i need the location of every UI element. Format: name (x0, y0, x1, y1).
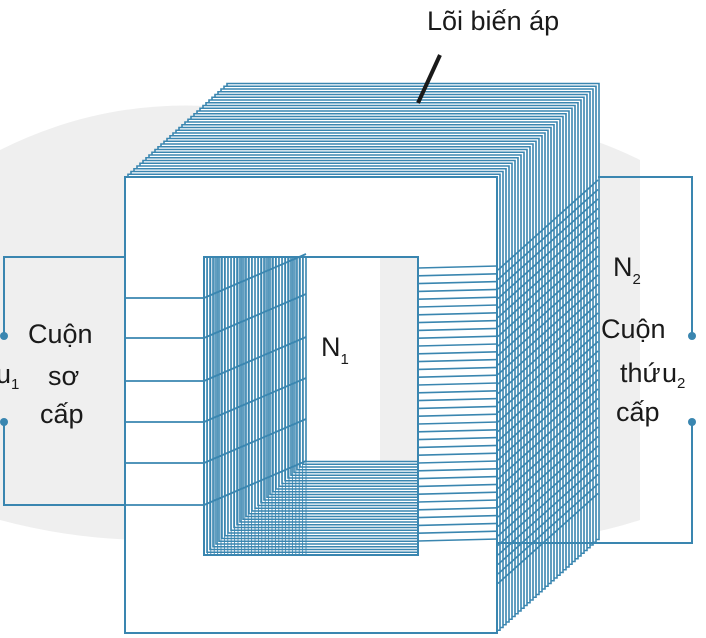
secondary-turn (417, 475, 499, 480)
secondary-turn-side (497, 388, 599, 480)
secondary-turn (417, 538, 499, 542)
secondary-turn (417, 335, 499, 339)
secondary-turn (417, 429, 499, 433)
secondary-turns-label: N2 (613, 252, 641, 288)
primary-voltage-label: u1 (0, 359, 19, 393)
primary-coil-label-line1: Cuộn (28, 319, 93, 349)
secondary-turn-side (497, 454, 599, 547)
secondary-turn-side (497, 435, 599, 528)
secondary-turn-side (497, 331, 599, 423)
primary-coil-label-line2: sơ (48, 361, 79, 391)
secondary-turn-side (497, 312, 599, 404)
secondary-turn (417, 413, 499, 417)
primary-coil-label-line3: cấp (40, 399, 84, 429)
secondary-turn-side (497, 198, 599, 290)
secondary-turn-side (497, 483, 599, 575)
primary-coil-winding (125, 253, 307, 555)
secondary-turn (417, 483, 499, 488)
secondary-turn-side (497, 340, 599, 433)
secondary-turn-side (497, 369, 599, 461)
primary-terminal-top (0, 332, 8, 340)
secondary-turn-side (497, 264, 599, 357)
secondary-voltage-label: u2 (662, 358, 685, 392)
secondary-turn (417, 366, 499, 371)
secondary-coil-label-line1: Cuộn (601, 314, 666, 344)
secondary-turn (417, 358, 499, 363)
secondary-coil-label-line2: thứ (620, 358, 661, 388)
secondary-turn-side (497, 359, 599, 452)
secondary-turn (417, 468, 499, 472)
secondary-turn (417, 491, 499, 495)
secondary-turn (417, 514, 499, 519)
secondary-coil-label-line3: cấp (616, 397, 660, 427)
secondary-turn-side (497, 321, 599, 414)
secondary-turn (417, 296, 499, 300)
secondary-turn-side (497, 378, 599, 471)
secondary-turn (417, 421, 499, 425)
secondary-turn (417, 327, 499, 332)
secondary-turn (417, 319, 499, 324)
secondary-turn-side (497, 283, 599, 376)
secondary-turn-side (497, 188, 599, 281)
secondary-turn (417, 499, 499, 503)
secondary-turn-side (497, 245, 599, 338)
secondary-turn-side (497, 217, 599, 309)
secondary-turn (417, 530, 499, 534)
secondary-turn (417, 444, 499, 449)
secondary-turn-side (497, 464, 599, 556)
secondary-turn-side (497, 274, 599, 366)
secondary-turn (417, 288, 499, 293)
secondary-turn (417, 265, 499, 269)
secondary-turn (417, 351, 499, 355)
secondary-turn (417, 273, 499, 277)
secondary-turn-side (497, 397, 599, 490)
secondary-turn-side (497, 445, 599, 537)
secondary-turn-side (497, 293, 599, 385)
secondary-turn (417, 382, 499, 386)
secondary-terminal-bottom (688, 418, 696, 426)
secondary-turn (417, 436, 499, 441)
secondary-turn (417, 405, 499, 410)
core-front-face (124, 176, 498, 634)
secondary-turn (417, 343, 499, 347)
secondary-turn (417, 522, 499, 527)
secondary-turn-side (497, 302, 599, 395)
secondary-turn (417, 507, 499, 511)
secondary-turn (417, 397, 499, 402)
secondary-turn-side (497, 226, 599, 319)
secondary-turn (417, 390, 499, 394)
secondary-turn-side (497, 416, 599, 509)
secondary-turn-side (497, 473, 599, 566)
secondary-turn-side (497, 207, 599, 300)
primary-circuit-wires (3, 256, 125, 506)
primary-terminal-bottom (0, 418, 8, 426)
secondary-turn-side (497, 255, 599, 347)
core-label: Lõi biến áp (427, 6, 559, 36)
core-label-pointer (416, 54, 442, 104)
secondary-terminal-top (688, 332, 696, 340)
secondary-turn-side (497, 236, 599, 328)
secondary-turn-side (497, 407, 599, 499)
secondary-turn (417, 374, 499, 378)
secondary-turn-side (497, 350, 599, 442)
primary-turns-label: N1 (321, 332, 349, 368)
secondary-turn-side (497, 492, 599, 585)
secondary-turn-side (497, 426, 599, 518)
secondary-turn (417, 460, 499, 464)
secondary-turn (417, 280, 499, 285)
secondary-turn (417, 304, 499, 308)
secondary-turn (417, 312, 499, 316)
secondary-circuit-wires (498, 176, 693, 544)
secondary-turn-side (497, 179, 599, 271)
secondary-coil-winding (417, 179, 599, 585)
terminals (0, 332, 696, 426)
secondary-turn (417, 452, 499, 456)
